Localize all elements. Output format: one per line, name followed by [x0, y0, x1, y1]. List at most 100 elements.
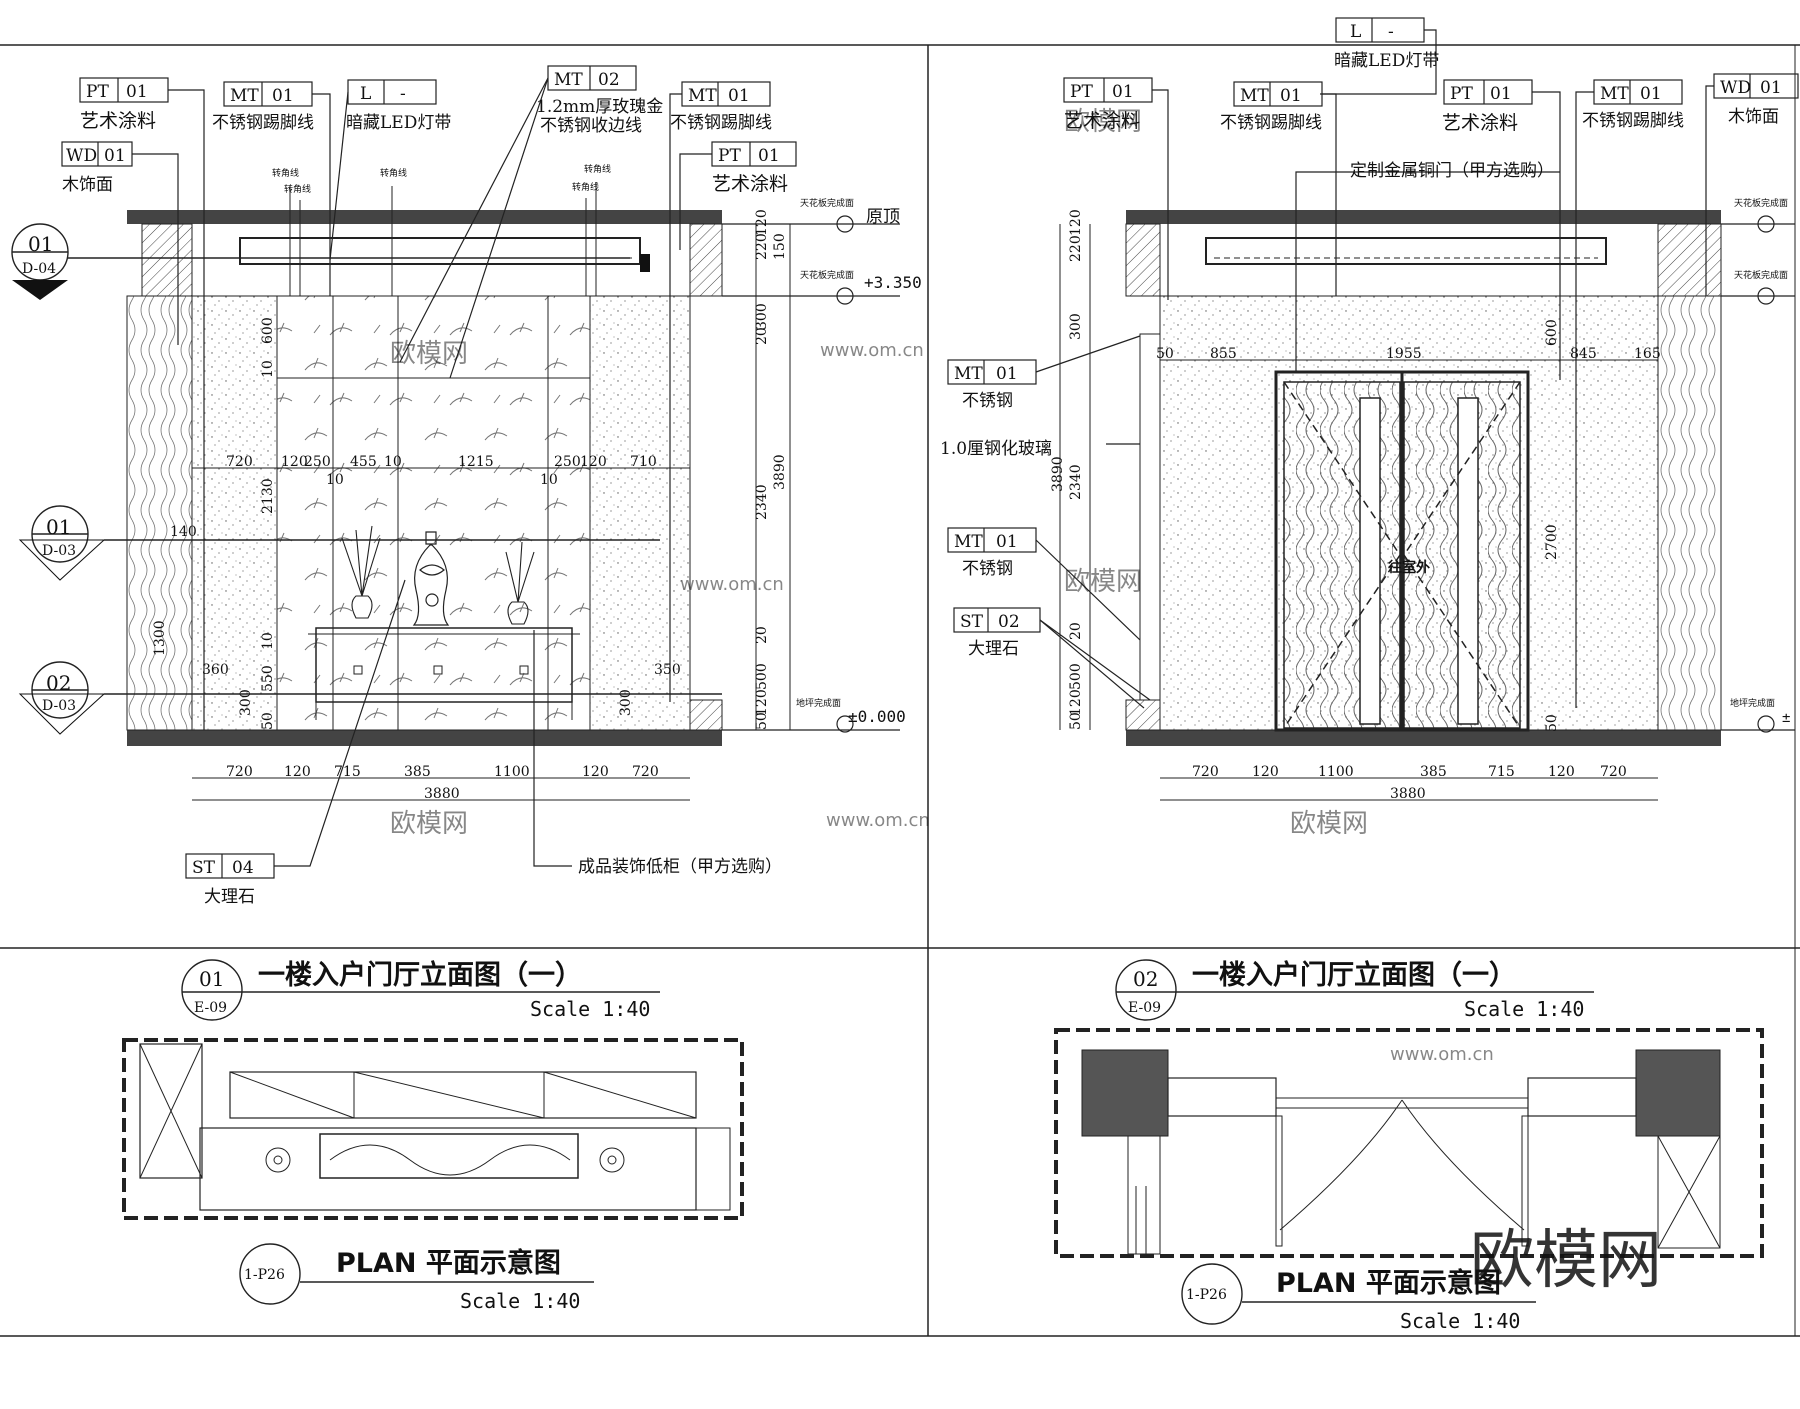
svg-text:D-03: D-03: [42, 543, 76, 559]
svg-text:3890: 3890: [772, 454, 788, 490]
right-dimensions: [1059, 224, 1658, 801]
svg-text:转角线: 转角线: [584, 163, 611, 175]
right-level-markers: 天花板完成面 天花板完成面 地坪完成面 ±: [1721, 197, 1795, 733]
svg-text:转角线: 转角线: [272, 167, 299, 179]
svg-text:250: 250: [554, 454, 581, 470]
svg-text:600: 600: [1544, 319, 1560, 346]
svg-text:地坪完成面: 地坪完成面: [1730, 697, 1775, 709]
svg-text:2700: 2700: [1544, 524, 1560, 560]
svg-text:3890: 3890: [1050, 456, 1066, 492]
svg-text:02: 02: [998, 612, 1020, 632]
svg-text:300: 300: [1068, 313, 1084, 340]
svg-text:360: 360: [202, 662, 229, 678]
svg-text:2340: 2340: [1068, 464, 1084, 500]
svg-text:1955: 1955: [1386, 346, 1422, 362]
decor-plant-right: [505, 541, 535, 625]
svg-text:120: 120: [1068, 689, 1084, 716]
svg-text:01: 01: [1112, 82, 1134, 102]
svg-text:天花板完成面: 天花板完成面: [1734, 197, 1788, 209]
title-block-left: 01 E-09 一楼入户门厅立面图（一） Scale 1:40: [181, 959, 660, 1021]
svg-text:1-P26: 1-P26: [1186, 1287, 1227, 1303]
svg-text:原顶: 原顶: [866, 207, 900, 227]
svg-text:PLAN 平面示意图: PLAN 平面示意图: [336, 1247, 561, 1279]
ceiling-slab: [127, 210, 722, 224]
svg-text:01: 01: [28, 232, 53, 256]
svg-text:地坪完成面: 地坪完成面: [796, 697, 841, 709]
svg-text:300: 300: [754, 303, 770, 330]
svg-text:845: 845: [1570, 346, 1597, 362]
right-elevation: 往室外: [1125, 210, 1722, 746]
svg-text:120: 120: [582, 764, 609, 780]
svg-text:1100: 1100: [1318, 764, 1354, 780]
svg-text:10: 10: [260, 360, 276, 378]
svg-text:300: 300: [238, 689, 254, 716]
svg-text:120: 120: [1068, 209, 1084, 236]
svg-text:20: 20: [754, 327, 770, 345]
svg-text:E-09: E-09: [1128, 1000, 1161, 1016]
svg-text:04: 04: [232, 858, 254, 878]
art-paint-wall-left: [191, 295, 278, 731]
svg-text:木饰面: 木饰面: [62, 175, 113, 195]
svg-text:Scale 1:40: Scale 1:40: [1400, 1309, 1520, 1333]
svg-text:120: 120: [1252, 764, 1279, 780]
right-material-tags: [947, 17, 1799, 709]
svg-text:550: 550: [260, 665, 276, 692]
svg-text:1100: 1100: [494, 764, 530, 780]
svg-text:一楼入户门厅立面图（一）: 一楼入户门厅立面图（一）: [1192, 959, 1516, 991]
led-soffit-right: [1205, 237, 1607, 265]
svg-text:01: 01: [758, 146, 780, 166]
svg-text:欧模网: 欧模网: [1290, 809, 1368, 839]
svg-text:150: 150: [772, 233, 788, 260]
svg-text:2340: 2340: [754, 484, 770, 520]
svg-text:PT: PT: [1070, 82, 1093, 102]
svg-text:710: 710: [630, 454, 657, 470]
svg-text:715: 715: [334, 764, 361, 780]
svg-text:01: 01: [1640, 84, 1662, 104]
svg-text:MT: MT: [1240, 86, 1269, 106]
svg-text:01: 01: [46, 515, 71, 539]
decor-vase: [412, 531, 450, 626]
svg-text:720: 720: [226, 454, 253, 470]
svg-text:01: 01: [272, 86, 294, 106]
wood-panel-right: [1657, 295, 1722, 731]
svg-text:Scale 1:40: Scale 1:40: [460, 1289, 580, 1313]
svg-text:715: 715: [1488, 764, 1515, 780]
plan-left: [122, 1038, 744, 1220]
svg-text:01: 01: [1280, 86, 1302, 106]
svg-text:-: -: [400, 84, 406, 104]
svg-text:02: 02: [598, 70, 620, 90]
svg-text:不锈钢踢脚线: 不锈钢踢脚线: [1220, 113, 1322, 133]
svg-text:3880: 3880: [424, 786, 460, 802]
svg-text:+3.350: +3.350: [864, 273, 922, 292]
left-level-markers: 天花板完成面 天花板完成面 地坪完成面 原顶 +3.350 ±0.000: [722, 197, 922, 733]
svg-text:50: 50: [754, 712, 770, 730]
svg-text:不锈钢踢脚线: 不锈钢踢脚线: [212, 113, 314, 133]
svg-text:Scale 1:40: Scale 1:40: [1464, 997, 1584, 1021]
svg-text:385: 385: [1420, 764, 1447, 780]
plan-title-right: 1-P26 PLAN 平面示意图 Scale 1:40: [1181, 1263, 1536, 1333]
svg-text:ST: ST: [192, 858, 216, 878]
svg-text:01: 01: [996, 532, 1018, 552]
svg-text:250: 250: [304, 454, 331, 470]
svg-text:720: 720: [226, 764, 253, 780]
svg-text:天花板完成面: 天花板完成面: [1734, 269, 1788, 281]
svg-text:往室外: 往室外: [1388, 559, 1430, 576]
svg-text:定制金属铜门（甲方选购）: 定制金属铜门（甲方选购）: [1350, 161, 1554, 181]
svg-text:转角线: 转角线: [284, 183, 311, 195]
svg-text:720: 720: [1192, 764, 1219, 780]
svg-text:www.om.cn: www.om.cn: [1390, 1044, 1494, 1065]
svg-text:220: 220: [1068, 235, 1084, 262]
svg-text:一楼入户门厅立面图（一）: 一楼入户门厅立面图（一）: [258, 959, 582, 991]
svg-text:01: 01: [1490, 84, 1512, 104]
svg-text:01: 01: [104, 146, 126, 166]
svg-text:L: L: [1350, 22, 1361, 42]
svg-text:720: 720: [632, 764, 659, 780]
svg-text:艺术涂料: 艺术涂料: [712, 173, 788, 195]
svg-text:PLAN 平面示意图: PLAN 平面示意图: [1276, 1267, 1501, 1299]
svg-text:01: 01: [728, 86, 750, 106]
svg-text:欧模网: 欧模网: [390, 809, 468, 839]
svg-text:Scale 1:40: Scale 1:40: [530, 997, 650, 1021]
